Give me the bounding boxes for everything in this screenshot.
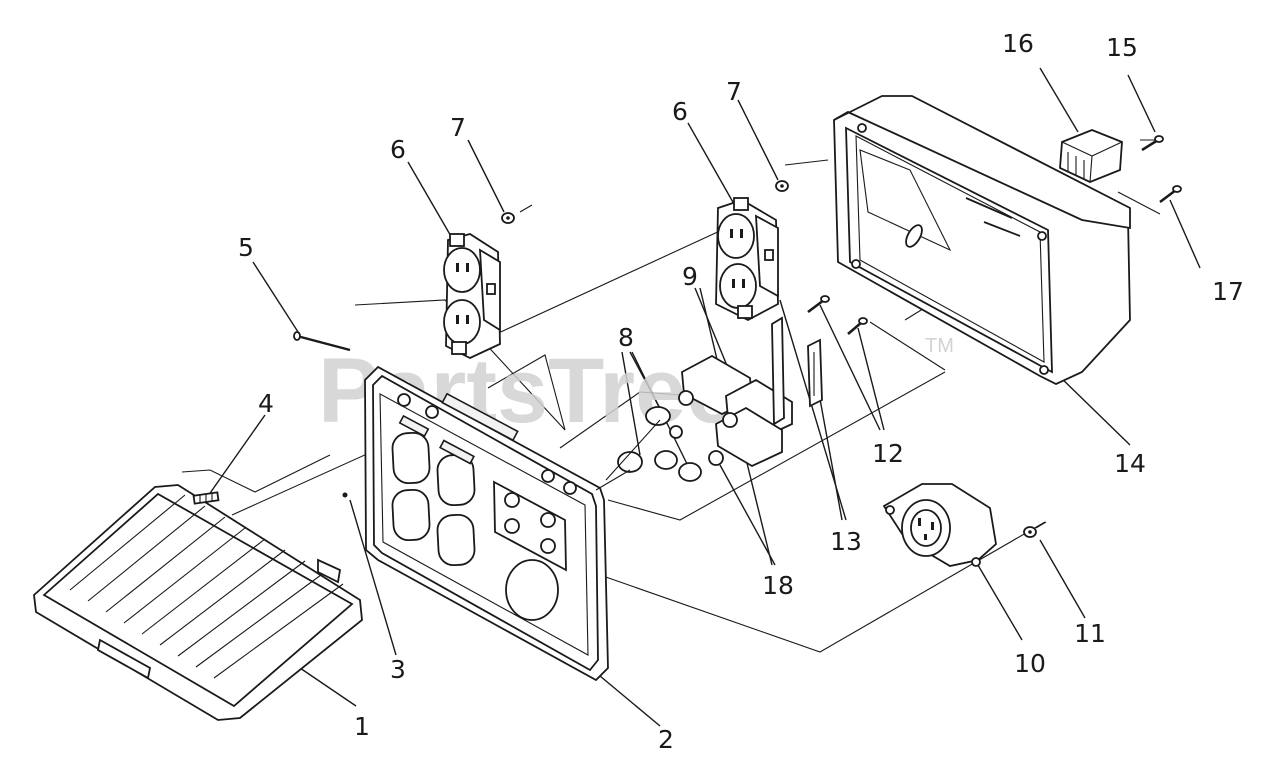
part-4-hinge [192,491,220,505]
callout-4: 4 [258,389,274,418]
callout-8: 8 [618,323,634,352]
part-13-brackets [771,316,823,426]
callout-6-right: 6 [672,97,688,126]
part-5-bolt [293,331,351,352]
part-14-housing [833,95,1131,385]
callout-15: 15 [1106,33,1138,62]
watermark-trademark: TM [925,335,954,357]
callout-14: 14 [1114,449,1146,478]
callout-5: 5 [238,233,254,262]
part-17-screw [1159,185,1182,204]
part-7-nut-left [501,212,515,224]
part-7-nut-right [775,180,789,192]
part-9-circuit-breakers [669,354,793,468]
part-6-receptacle-right [715,197,779,322]
callout-6-left: 6 [390,135,406,164]
part-2-control-panel [364,365,609,682]
callout-10: 10 [1014,649,1046,678]
callout-7-right: 7 [726,77,742,106]
part-3-screw [342,492,348,498]
callout-17: 17 [1212,277,1244,306]
callout-labels: 1 2 3 4 5 6 7 6 7 8 9 10 11 12 13 14 15 … [238,29,1244,754]
part-10-twist-lock-receptacle [882,483,997,567]
callout-1: 1 [354,712,370,741]
part-16-terminal-block [1059,129,1123,183]
callout-12: 12 [872,439,904,468]
callout-3: 3 [390,655,406,684]
part-11-nut [1023,521,1047,538]
part-1-cover [33,484,363,721]
part-12-screws [807,295,868,335]
callout-18: 18 [762,571,794,600]
callout-11: 11 [1074,619,1106,648]
callout-13: 13 [830,527,862,556]
part-8-lamp-holders [595,406,702,491]
part-15-screw [1141,135,1164,152]
callout-2: 2 [658,725,674,754]
callout-9: 9 [682,262,698,291]
part-6-receptacle-left [443,233,501,359]
callout-16: 16 [1002,29,1034,58]
callout-7-left: 7 [450,113,466,142]
